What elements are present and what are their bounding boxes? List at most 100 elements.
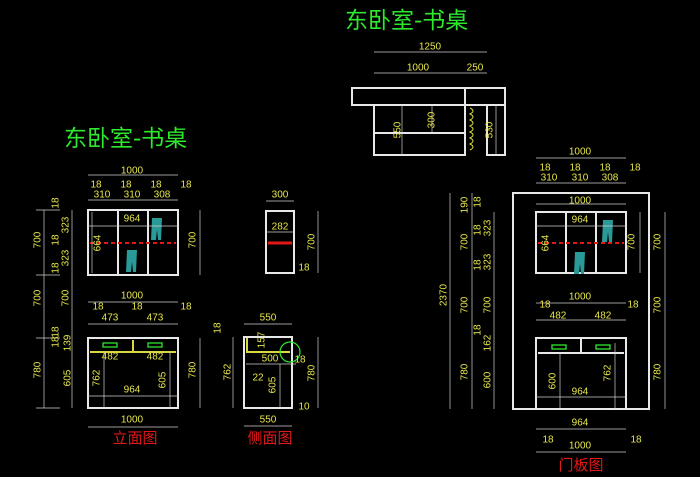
clothes-icon xyxy=(126,250,137,272)
dimension-label: 18 xyxy=(92,302,104,313)
dimension-label: 18 xyxy=(294,355,306,366)
dimension-label: 605 xyxy=(158,371,169,388)
dimension-label: 1000 xyxy=(569,147,592,158)
dimension-label: 605 xyxy=(268,376,279,393)
dimension-label: 780 xyxy=(307,364,318,381)
dimension-label: 700 xyxy=(653,233,664,250)
plan-view: 1250 1000 250 550 300 530 xyxy=(351,42,506,156)
handle-icon xyxy=(551,344,567,350)
dimension-label: 323 xyxy=(61,216,72,233)
dimension-label: 18 xyxy=(599,163,611,174)
dimension-label: 18 xyxy=(473,259,484,271)
dimension-label: 1000 xyxy=(569,292,592,303)
upper-cabinet xyxy=(87,209,179,276)
dimension-label: 762 xyxy=(223,363,234,380)
dimension-label: 10 xyxy=(298,402,310,413)
dimension-label: 190 xyxy=(460,196,471,213)
dimension-label: 605 xyxy=(63,369,74,386)
dimension-label: 964 xyxy=(572,387,589,398)
dimension-label: 18 xyxy=(539,163,551,174)
dimension-label: 18 xyxy=(180,302,192,313)
dimension-label: 300 xyxy=(427,111,438,128)
dimension-label: 282 xyxy=(272,222,289,233)
handle-icon xyxy=(595,344,611,350)
dimension-label: 780 xyxy=(188,361,199,378)
dimension-label: 964 xyxy=(572,215,589,226)
dimension-label: 1250 xyxy=(419,42,442,53)
dimension-label: 550 xyxy=(260,313,277,324)
dimension-label: 310 xyxy=(541,173,558,184)
dimension-label: 700 xyxy=(483,296,494,313)
dimension-label: 157 xyxy=(257,331,268,348)
dimension-label: 18 xyxy=(473,224,484,236)
dimension-label: 964 xyxy=(124,214,141,225)
dimension-label: 700 xyxy=(307,233,318,250)
dimension-label: 482 xyxy=(550,311,567,322)
dimension-label: 18 xyxy=(150,180,162,191)
door-panel-label: 门板图 xyxy=(558,456,603,474)
dimension-label: 2370 xyxy=(439,283,450,306)
dimension-label: 700 xyxy=(460,233,471,250)
dimension-label: 18 xyxy=(131,302,143,313)
dimension-label: 1000 xyxy=(569,441,592,452)
dimension-label: 482 xyxy=(595,311,612,322)
clothes-icon xyxy=(574,252,585,274)
dimension-label: 530 xyxy=(485,121,496,138)
dimension-label: 18 xyxy=(51,262,62,274)
upper-side xyxy=(265,210,295,274)
dimension-label: 18 xyxy=(542,435,554,446)
lower-side xyxy=(243,336,293,409)
dimension-label: 310 xyxy=(572,173,589,184)
dimension-label: 700 xyxy=(627,233,638,250)
lower-cabinet xyxy=(87,337,179,409)
dimension-label: 700 xyxy=(460,296,471,313)
clothes-icon xyxy=(151,218,162,240)
dimension-label: 550 xyxy=(393,121,404,138)
dimension-label: 700 xyxy=(33,289,44,306)
dimension-label: 18 xyxy=(569,163,581,174)
dimension-label: 18 xyxy=(213,322,224,334)
dimension-label: 308 xyxy=(602,173,619,184)
dimension-label: 18 xyxy=(51,197,62,209)
handle-icon xyxy=(102,342,118,348)
dimension-label: 18 xyxy=(51,326,62,338)
dimension-label: 700 xyxy=(653,296,664,313)
dimension-label: 139 xyxy=(63,334,74,351)
dimension-label: 250 xyxy=(467,63,484,74)
desk-body xyxy=(373,104,466,156)
chair-icon xyxy=(468,107,474,151)
dimension-label: 323 xyxy=(61,249,72,266)
dimension-label: 780 xyxy=(460,363,471,380)
dimension-label: 18 xyxy=(539,300,551,311)
dimension-label: 762 xyxy=(92,369,103,386)
dimension-label: 308 xyxy=(154,190,171,201)
handle-icon xyxy=(147,342,163,348)
dimension-label: 700 xyxy=(61,289,72,306)
dimension-label: 780 xyxy=(653,363,664,380)
dimension-label: 18 xyxy=(473,324,484,336)
dimension-label: 1000 xyxy=(121,166,144,177)
dimension-label: 550 xyxy=(260,415,277,426)
dimension-label: 664 xyxy=(93,234,104,251)
dimension-label: 473 xyxy=(102,313,119,324)
dimension-label: 18 xyxy=(298,263,310,274)
dimension-label: 18 xyxy=(630,435,642,446)
dimension-label: 18 xyxy=(180,180,192,191)
dimension-label: 310 xyxy=(94,190,111,201)
dimension-label: 664 xyxy=(541,234,552,251)
desk-top xyxy=(351,87,506,106)
dimension-label: 323 xyxy=(483,219,494,236)
dimension-label: 473 xyxy=(147,313,164,324)
dimension-label: 1000 xyxy=(407,63,430,74)
dimension-label: 1000 xyxy=(121,291,144,302)
dimension-label: 310 xyxy=(124,190,141,201)
dimension-label: 323 xyxy=(483,253,494,270)
dimension-label: 600 xyxy=(548,372,559,389)
dimension-label: 18 xyxy=(120,180,132,191)
dimension-label: 482 xyxy=(147,352,164,363)
detail-circle xyxy=(279,341,301,363)
dimension-label: 300 xyxy=(272,190,289,201)
dimension-label: 18 xyxy=(473,196,484,208)
